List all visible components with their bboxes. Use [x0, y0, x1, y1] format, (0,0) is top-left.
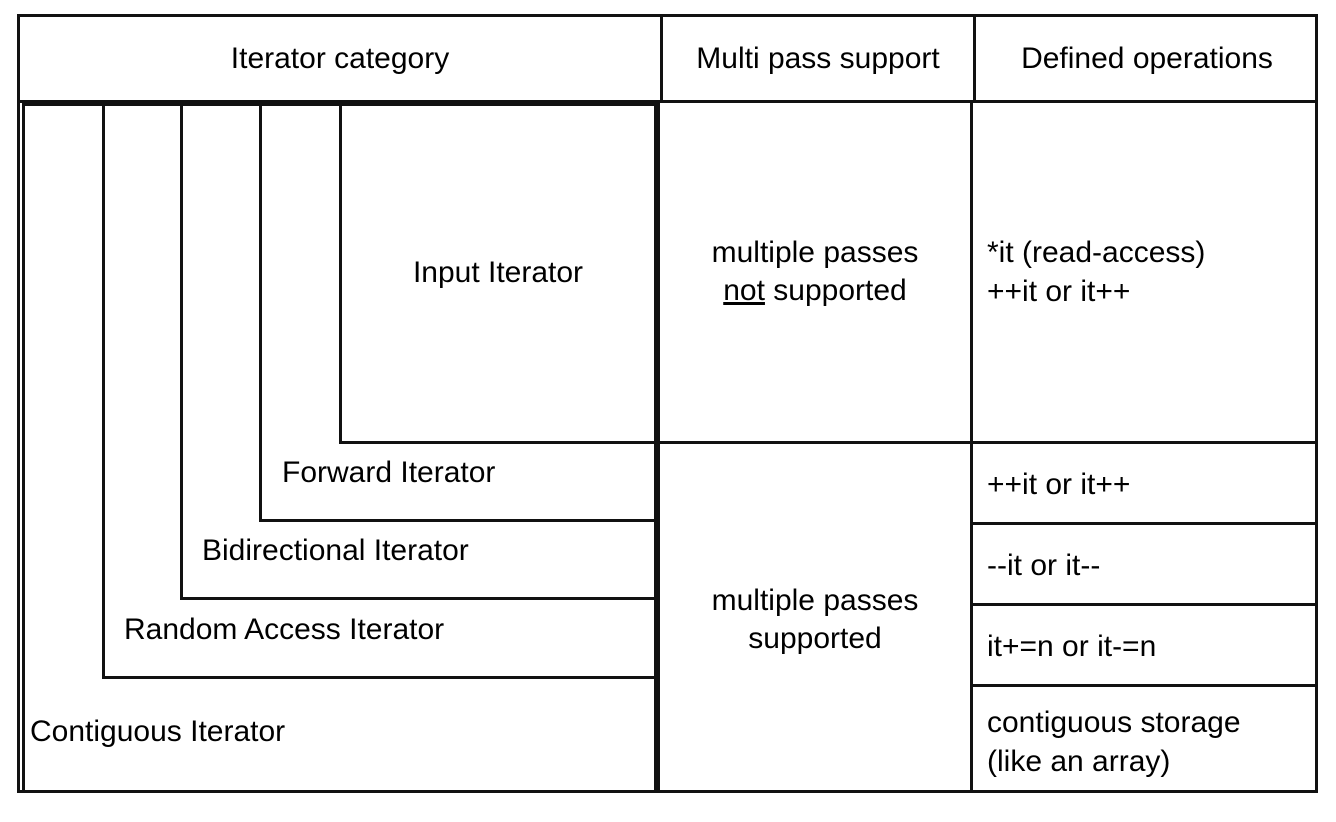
operations-cell-random-access: it+=n or it-=n — [973, 609, 1318, 687]
operations-cell-input: *it (read-access) ++it or it++ — [973, 103, 1318, 444]
multipass-cell-not-supported: multiple passes not supported — [660, 103, 970, 444]
header-label-multi-pass-support: Multi pass support — [696, 41, 940, 75]
table-header-row: Iterator category Multi pass support Def… — [20, 17, 1315, 103]
iterator-label-forward: Forward Iterator — [282, 456, 496, 489]
operations-cell-bidirectional: --it or it-- — [973, 528, 1318, 606]
operation-line: ++it or it++ — [987, 275, 1131, 308]
operation-line: (like an array) — [987, 744, 1171, 778]
operation-line: it+=n or it-=n — [987, 630, 1157, 663]
operations-cell-contiguous: contiguous storage (like an array) — [973, 690, 1318, 793]
header-label-iterator-category: Iterator category — [230, 41, 450, 75]
operations-cell-forward: ++it or it++ — [973, 447, 1318, 525]
operation-line: *it (read-access) — [987, 236, 1206, 269]
operation-line: ++it or it++ — [987, 468, 1131, 501]
header-cell-multi-pass-support: Multi pass support — [660, 17, 973, 100]
iterator-label-random-access: Random Access Iterator — [124, 613, 445, 646]
header-cell-defined-operations: Defined operations — [973, 17, 1318, 100]
multipass-supported-line-2: supported — [748, 622, 882, 655]
multipass-supported-line-1: multiple passes — [711, 583, 919, 617]
column-separator-multipass-operations — [970, 103, 973, 793]
iterator-label-input: Input Iterator — [412, 256, 584, 289]
iterator-label-contiguous: Contiguous Iterator — [30, 715, 286, 748]
iterator-box-input — [339, 103, 657, 444]
header-label-defined-operations: Defined operations — [1021, 41, 1273, 75]
operation-line: --it or it-- — [987, 549, 1101, 582]
iterator-label-bidirectional: Bidirectional Iterator — [202, 534, 469, 567]
table-body: Input Iterator Forward Iterator Bidirect… — [20, 103, 1318, 793]
multipass-line-1: multiple passes — [711, 235, 919, 269]
iterator-category-table: Iterator category Multi pass support Def… — [17, 14, 1318, 793]
multipass-emphasis-not: not — [723, 274, 765, 307]
header-cell-iterator-category: Iterator category — [20, 17, 660, 100]
column-separator-category-multipass — [657, 103, 660, 793]
multipass-line-2-suffix: supported — [764, 274, 907, 307]
operation-line: contiguous storage — [987, 705, 1241, 739]
multipass-cell-supported: multiple passes supported — [660, 447, 970, 793]
